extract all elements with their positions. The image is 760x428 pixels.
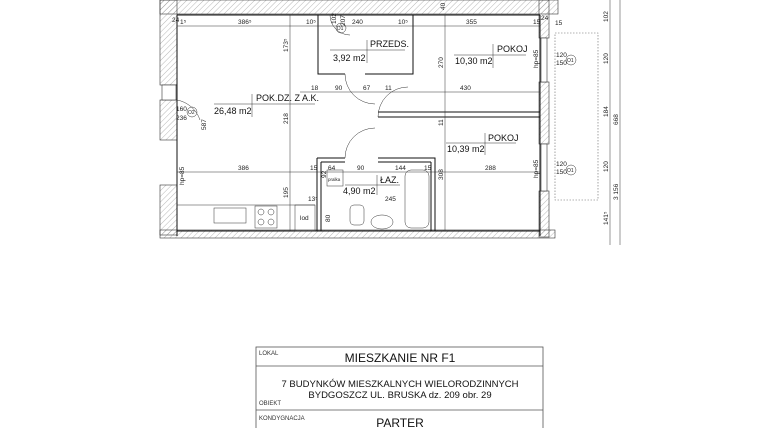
dimension: 668 (613, 114, 620, 125)
dimension: 80 (325, 214, 332, 222)
dimension: 120 (603, 161, 610, 172)
lokal-label: LOKAL (259, 351, 279, 357)
dimension: 3 156 (613, 183, 620, 200)
svg-text:O1: O1 (567, 58, 574, 64)
kondygnacja-value: PARTER (376, 416, 424, 428)
dimension: 288 (485, 165, 496, 172)
dimension: 102 (603, 11, 610, 22)
room-labels: POK.DZ. Z A.K. 26,48 m2 PRZEDS. 3,92 m2 … (214, 39, 528, 196)
dimension: 102 (331, 13, 338, 24)
dimension: 430 (460, 85, 471, 92)
dimension: 173⁵ (283, 38, 290, 52)
title-block: LOKAL MIESZKANIE NR F1 7 BUDYNKÓW MIESZK… (255, 346, 544, 428)
dimension: 240 (352, 19, 363, 26)
dimension: 150 (556, 169, 567, 176)
dimension: 11 (385, 85, 392, 92)
dimension: 10⁵ (398, 19, 408, 26)
room-name: PRZEDS. (370, 39, 409, 49)
dimension: 270 (438, 57, 445, 68)
room-area: 10,39 m2 (447, 144, 485, 154)
dimension: 67 (363, 85, 371, 92)
dimension: 40 (440, 2, 447, 10)
svg-text:O2: O2 (188, 110, 195, 116)
dimension: 386 (238, 165, 249, 172)
room-name: ŁAZ. (380, 175, 399, 185)
dimension: 245 (385, 196, 396, 203)
dimension: 11 (438, 119, 445, 126)
dimension: 150 (556, 60, 567, 67)
dimension: 1⁵ (180, 19, 187, 26)
room-area: 4,90 m2 (343, 186, 376, 196)
room-area: 3,92 m2 (333, 53, 366, 63)
dimension: hp=85 (533, 49, 540, 68)
dimension: 64 (328, 165, 336, 172)
dimension: 386⁵ (238, 19, 252, 26)
dimension: 120 (603, 53, 610, 64)
washer-label: pralka (328, 177, 341, 182)
interior-walls (176, 14, 540, 231)
dimension: 90 (335, 85, 343, 92)
dimension: 355 (466, 19, 477, 26)
dimension: 184 (603, 106, 610, 117)
kondygnacja-label: KONDYGNACJA (259, 416, 305, 422)
fridge-icon (294, 204, 316, 232)
svg-text:D1: D1 (337, 26, 344, 32)
dimension: 207 (340, 15, 347, 26)
obiekt-line1: 7 BUDYNKÓW MIESZKALNYCH WIELORODZINNYCH (282, 379, 519, 390)
dimension: 120 (556, 161, 567, 168)
windows (161, 32, 599, 201)
lokal-value: MIESZKANIE NR F1 (345, 351, 456, 365)
dimension: 236 (176, 115, 187, 122)
dimension: 90 (357, 165, 365, 172)
room-area: 26,48 m2 (214, 106, 252, 116)
svg-text:O1: O1 (567, 168, 574, 174)
dimension: 24 (541, 15, 549, 22)
dimension: hp=85 (533, 159, 540, 178)
bathtub-icon (404, 169, 430, 229)
dimension: 587 (201, 119, 208, 130)
dimension: 18 (311, 85, 319, 92)
dimension: 160 (176, 106, 187, 113)
window-marker-icon (565, 54, 577, 66)
dimension: 15 (424, 165, 432, 172)
kitchen-fixtures: lod pralka (177, 169, 430, 232)
obiekt-label: OBIEKT (259, 401, 281, 407)
room-name: POKOJ (497, 44, 528, 54)
dimension-labels: 24 1⁵ 386⁵ 10⁵ 102 207 240 10⁵ 355 15 40… (172, 2, 620, 225)
dimension: 308 (438, 169, 445, 180)
stove-icon (254, 205, 278, 229)
dimension: hp=85 (179, 166, 186, 185)
dimension: 144 (395, 165, 406, 172)
dimension: 141⁵ (603, 211, 610, 225)
dimension: 13⁵ (308, 196, 318, 203)
sink-icon (213, 207, 247, 224)
toilet-icon (349, 204, 365, 226)
dimension: 15 (555, 20, 563, 27)
dimension: 24 (172, 17, 180, 24)
window-marker-icon (565, 164, 577, 176)
dimension: 195 (283, 187, 290, 198)
washbasin-icon (370, 214, 394, 230)
dimension: 10⁵ (306, 19, 316, 26)
room-name: POKOJ (488, 133, 519, 143)
dimension: 218 (283, 113, 290, 124)
dimension: 120 (556, 52, 567, 59)
room-name: POK.DZ. Z A.K. (256, 93, 319, 103)
door-marker-icon (335, 22, 347, 34)
window-marker-icon (186, 106, 198, 118)
fridge-label: lod (300, 215, 309, 222)
obiekt-line2: BYDGOSZCZ UL. BRUSKA dz. 209 obr. 29 (308, 390, 491, 401)
dimension: 15 (533, 19, 541, 26)
washer-icon (326, 169, 344, 187)
dimension-lines (177, 0, 621, 245)
exterior-walls (159, 0, 559, 239)
markers: D1 O2 O1 O1 (186, 22, 577, 176)
room-area: 10,30 m2 (455, 56, 493, 66)
dimension: 92 (321, 170, 328, 178)
dimension: 15 (310, 165, 318, 172)
